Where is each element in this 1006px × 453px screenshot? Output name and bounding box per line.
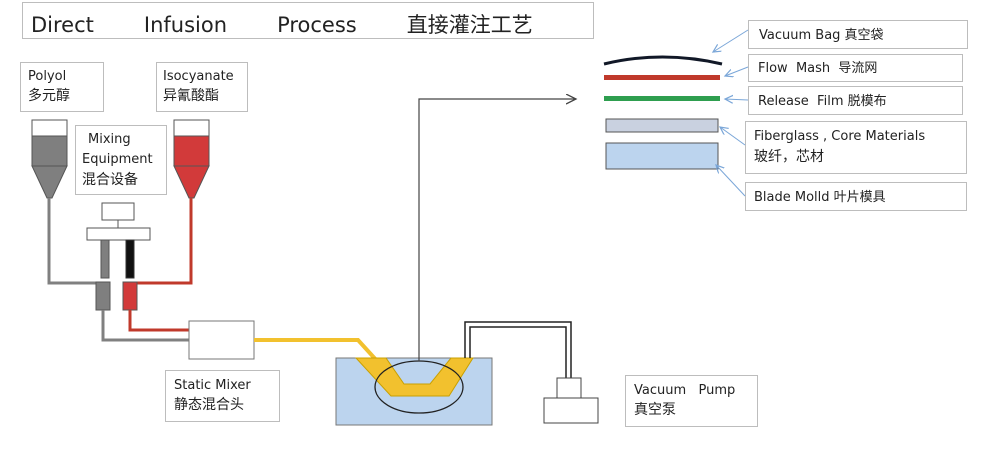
leader-blade-mold [716, 165, 746, 197]
isocyanate-label-zh: 异氰酸酯 [163, 88, 219, 104]
vacuum-pump-label-en: Vacuum Pump [634, 383, 736, 398]
layer-blade-mold [605, 142, 719, 170]
layer-label-vacuum-bag: Vacuum Bag 真空袋 [748, 20, 968, 49]
layer-flow-mesh [604, 75, 720, 80]
vacuum-line-outer [464, 321, 572, 378]
layer-label-text: Flow Mash 导流网 [758, 61, 878, 76]
layer-release-film [604, 96, 720, 101]
static-mixer-label-en: Static Mixer [174, 378, 251, 393]
vacuum-pump-label-zh: 真空泵 [634, 402, 676, 418]
isocyanate-outlet-line [128, 310, 189, 332]
isocyanate-label-en: Isocyanate [163, 69, 234, 84]
polyol-tank [31, 119, 68, 199]
mixing-equipment-box: Mixing Equipment 混合设备 [75, 125, 167, 195]
polyol-label-zh: 多元醇 [28, 88, 70, 104]
isocyanate-feed-line [135, 198, 193, 285]
static-mixer-label-zh: 静态混合头 [174, 397, 244, 413]
layer-label-flow-mesh: Flow Mash 导流网 [748, 54, 963, 82]
detail-callout-arrow [418, 99, 576, 361]
layer-label-text: Fiberglass , Core Materials [754, 129, 926, 144]
isocyanate-label-box: Isocyanate 异氰酸酯 [156, 62, 248, 112]
polyol-outlet-line [101, 310, 189, 342]
static-mixer-label-box: Static Mixer 静态混合头 [165, 370, 280, 422]
polyol-feed-line [47, 198, 102, 285]
mixing-label-zh: 混合设备 [82, 172, 138, 188]
polyol-label-en: Polyol [28, 69, 67, 84]
vacuum-line-inner [469, 326, 567, 378]
layer-label-fiberglass: Fiberglass , Core Materials 玻纤，芯材 [745, 121, 967, 174]
layer-vacuum-bag [603, 55, 723, 66]
layer-label-text: 玻纤，芯材 [754, 149, 824, 165]
title-box: Direct Infusion Process 直接灌注工艺 [22, 2, 594, 39]
layer-label-release-film: Release Film 脱模布 [748, 86, 963, 115]
leader-fiberglass [720, 127, 746, 146]
vacuum-pump [543, 377, 599, 424]
layer-fiberglass-core [605, 118, 719, 133]
layer-label-text: Blade Molld 叶片模具 [754, 190, 886, 205]
mixing-label-en1: Mixing [88, 132, 131, 147]
isocyanate-tank [173, 119, 210, 199]
layer-label-text: Vacuum Bag 真空袋 [759, 28, 884, 43]
leader-vacuum-bag [713, 29, 749, 52]
static-mixer [188, 320, 255, 360]
polyol-label-box: Polyol 多元醇 [20, 62, 104, 112]
layer-label-blade-mold: Blade Molld 叶片模具 [745, 182, 967, 211]
page-title: Direct Infusion Process 直接灌注工艺 [31, 13, 533, 37]
blade-mold [335, 357, 493, 426]
resin-feed-line [254, 338, 380, 364]
vacuum-pump-label-box: Vacuum Pump 真空泵 [625, 375, 758, 427]
mixing-label-en2: Equipment [82, 152, 153, 167]
mixing-equipment [86, 202, 151, 311]
layer-label-text: Release Film 脱模布 [758, 94, 887, 109]
leader-flow-mesh [725, 66, 749, 76]
leader-release-film [725, 99, 749, 100]
